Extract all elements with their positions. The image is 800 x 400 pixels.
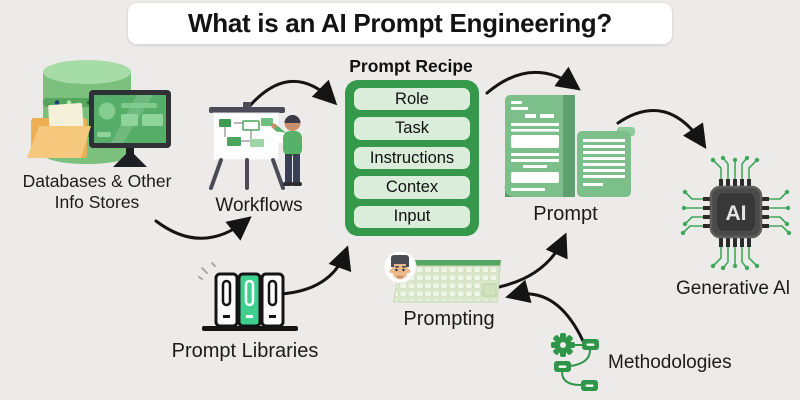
ai-chip-icon: AI — [680, 155, 792, 271]
arrow-prompt-to-ai — [616, 109, 707, 149]
keyboard-icon — [392, 260, 501, 303]
methodologies-label: Methodologies — [608, 352, 732, 373]
recipe-item-task: Task — [354, 117, 470, 140]
user-avatar-icon — [383, 250, 417, 284]
monitor-icon — [89, 90, 171, 167]
gear-icon — [551, 333, 575, 357]
books-icon — [198, 262, 298, 331]
prompt-libraries-label: Prompt Libraries — [171, 340, 319, 362]
prompting-icon — [383, 250, 501, 303]
recipe-item-instructions: Instructions — [354, 146, 470, 170]
flowchart-icon — [219, 118, 273, 147]
recipe-item-contex: Contex — [354, 176, 470, 199]
title-banner: What is an AI Prompt Engineering? — [128, 3, 672, 44]
workflows-icon — [209, 102, 302, 190]
generative-ai-label: Generative Al — [675, 278, 791, 299]
arrow-methodologies-to-prompting — [505, 279, 585, 343]
page-title: What is an AI Prompt Engineering? — [188, 8, 612, 38]
sparkle-icon — [198, 262, 216, 280]
arrow-prompting-to-prompt — [497, 232, 568, 289]
arrow-databases-to-workflows — [154, 216, 252, 241]
prompt-recipe-box: Role Task Instructions Contex Input — [345, 80, 479, 236]
databases-icon — [27, 60, 171, 167]
arrow-workflows-to-recipe — [241, 79, 338, 116]
prompt-label: Prompt — [533, 203, 598, 225]
arrow-libraries-to-recipe — [279, 245, 352, 296]
prompt-recipe-title: Prompt Recipe — [349, 56, 473, 76]
prompt-documents-icon — [504, 95, 635, 197]
methodologies-icon — [551, 333, 599, 391]
prompting-label: Prompting — [403, 308, 495, 330]
folder-icon — [27, 102, 91, 158]
databases-label: Databases & Other Info Stores — [22, 171, 172, 213]
workflows-label: Workflows — [215, 195, 303, 216]
recipe-item-role: Role — [354, 88, 470, 111]
presenter-person-icon — [271, 115, 302, 186]
arrow-recipe-to-prompt — [485, 66, 581, 95]
ai-chip-text: AI — [726, 202, 747, 225]
recipe-item-input: Input — [354, 205, 470, 229]
